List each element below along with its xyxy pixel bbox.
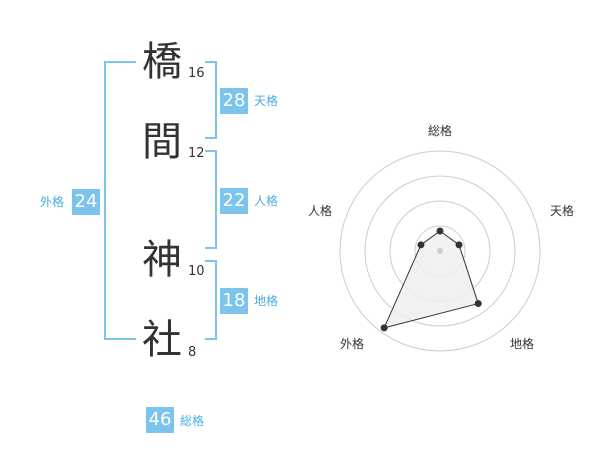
soukaku-label: 総格 bbox=[180, 414, 205, 428]
radar-point bbox=[417, 241, 425, 249]
soukaku-badge: 46 bbox=[146, 407, 174, 433]
kanji-3: 神 bbox=[142, 237, 182, 283]
radar-label-jinkaku: 人格 bbox=[308, 204, 333, 218]
tenkaku-label: 天格 bbox=[254, 94, 279, 108]
kanji-1: 橋 bbox=[142, 39, 182, 85]
jinkaku-badge: 22 bbox=[220, 188, 248, 214]
gaikaku-badge: 24 bbox=[72, 189, 100, 215]
radar-ring bbox=[339, 150, 541, 352]
radar-point bbox=[436, 227, 444, 235]
radar-label-tenkaku: 天格 bbox=[550, 204, 575, 218]
stroke-count-2: 12 bbox=[188, 146, 205, 161]
gaikaku-label: 外格 bbox=[40, 195, 65, 209]
outer-bracket bbox=[104, 61, 136, 340]
stroke-count-3: 10 bbox=[188, 264, 205, 279]
radar-point bbox=[474, 300, 482, 308]
radar-label-chikaku: 地格 bbox=[510, 337, 535, 351]
stroke-count-1: 16 bbox=[188, 66, 205, 81]
kanji-4: 社 bbox=[142, 317, 182, 363]
radar-center bbox=[437, 248, 443, 254]
chikaku-label: 地格 bbox=[254, 294, 279, 308]
radar-label-soukaku: 総格 bbox=[428, 124, 453, 138]
chikaku-bracket bbox=[205, 260, 217, 340]
radar-label-gaikaku: 外格 bbox=[340, 337, 365, 351]
radar-ring bbox=[364, 175, 516, 327]
radar-polygon bbox=[383, 230, 479, 329]
stroke-count-4: 8 bbox=[188, 345, 197, 360]
kanji-2: 間 bbox=[142, 119, 182, 165]
chikaku-badge: 18 bbox=[220, 288, 248, 314]
jinkaku-label: 人格 bbox=[254, 194, 279, 208]
jinkaku-bracket bbox=[205, 150, 217, 249]
radar-point bbox=[380, 324, 388, 332]
tenkaku-badge: 28 bbox=[220, 88, 248, 114]
radar-point bbox=[455, 241, 463, 249]
tenkaku-bracket bbox=[205, 61, 217, 139]
